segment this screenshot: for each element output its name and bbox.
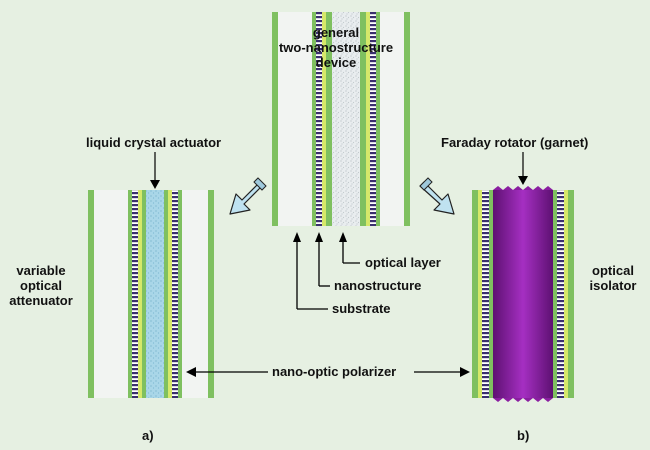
a-left-green-edge (88, 190, 94, 398)
polarizer-arrow-right (414, 367, 470, 377)
b-left-green-edge (472, 190, 478, 398)
b-nanostructure-left (482, 190, 489, 398)
nano-optic-polarizer-label: nano-optic polarizer (272, 364, 397, 379)
optical-isolator-label: optical isolator (589, 263, 637, 293)
general-right-substrate (380, 12, 404, 226)
general-green-layer-4 (376, 12, 380, 226)
a-green-layer (128, 190, 132, 398)
b-garnet-bottom-edge (493, 398, 553, 402)
panel-b-label: b) (517, 428, 530, 443)
faraday-pointer-head (518, 176, 528, 185)
panel-a-label: a) (142, 428, 154, 443)
general-yellow-layer (322, 12, 326, 226)
b-yellow-layer (478, 190, 482, 398)
b-garnet-layer (493, 190, 553, 398)
liquid-crystal-actuator-label: liquid crystal actuator (86, 135, 222, 150)
attenuator-stack (88, 190, 214, 398)
general-nanostructure-right (370, 12, 376, 226)
general-green-layer-3 (360, 12, 366, 226)
a-green-layer-4 (178, 190, 182, 398)
general-green-layer-2 (326, 12, 332, 226)
transform-arrow-left (229, 177, 267, 215)
nanostructure-callout (315, 232, 330, 287)
a-liquid-crystal-layer (146, 190, 164, 398)
faraday-rotator-label: Faraday rotator (garnet) (441, 135, 589, 150)
a-left-substrate (94, 190, 128, 398)
a-right-substrate (182, 190, 208, 398)
general-yellow-layer-2 (366, 12, 370, 226)
general-device-label: general two-nanostructure device (278, 25, 394, 70)
transform-arrow-right (419, 177, 455, 215)
a-green-layer-2 (142, 190, 146, 398)
isolator-stack (472, 186, 574, 402)
a-yellow-layer (138, 190, 142, 398)
b-nanostructure-right (557, 190, 564, 398)
a-green-layer-3 (164, 190, 168, 398)
optical-layer-label: optical layer (365, 255, 441, 270)
nanostructure-label: nanostructure (334, 278, 422, 293)
liquid-crystal-pointer-head (150, 180, 160, 189)
optical-layer-callout (339, 232, 360, 264)
general-nanostructure-left (316, 12, 322, 226)
b-right-green-edge (568, 190, 574, 398)
a-nanostructure-right (172, 190, 178, 398)
general-green-layer (312, 12, 316, 226)
b-garnet-top-edge (493, 186, 553, 190)
substrate-callout (293, 232, 328, 310)
general-right-green-edge (404, 12, 410, 226)
b-green-layer-2 (553, 190, 557, 398)
variable-optical-attenuator-label: variable optical attenuator (9, 263, 73, 308)
b-green-layer (489, 190, 493, 398)
general-left-green-edge (272, 12, 278, 226)
a-right-green-edge (208, 190, 214, 398)
polarizer-arrow-left (186, 367, 268, 377)
general-device-stack (272, 12, 410, 226)
general-optical-layer (332, 12, 360, 226)
general-left-substrate (278, 12, 312, 226)
substrate-label: substrate (332, 301, 391, 316)
b-yellow-layer-2 (564, 190, 568, 398)
a-yellow-layer-2 (168, 190, 172, 398)
a-nanostructure-left (132, 190, 138, 398)
